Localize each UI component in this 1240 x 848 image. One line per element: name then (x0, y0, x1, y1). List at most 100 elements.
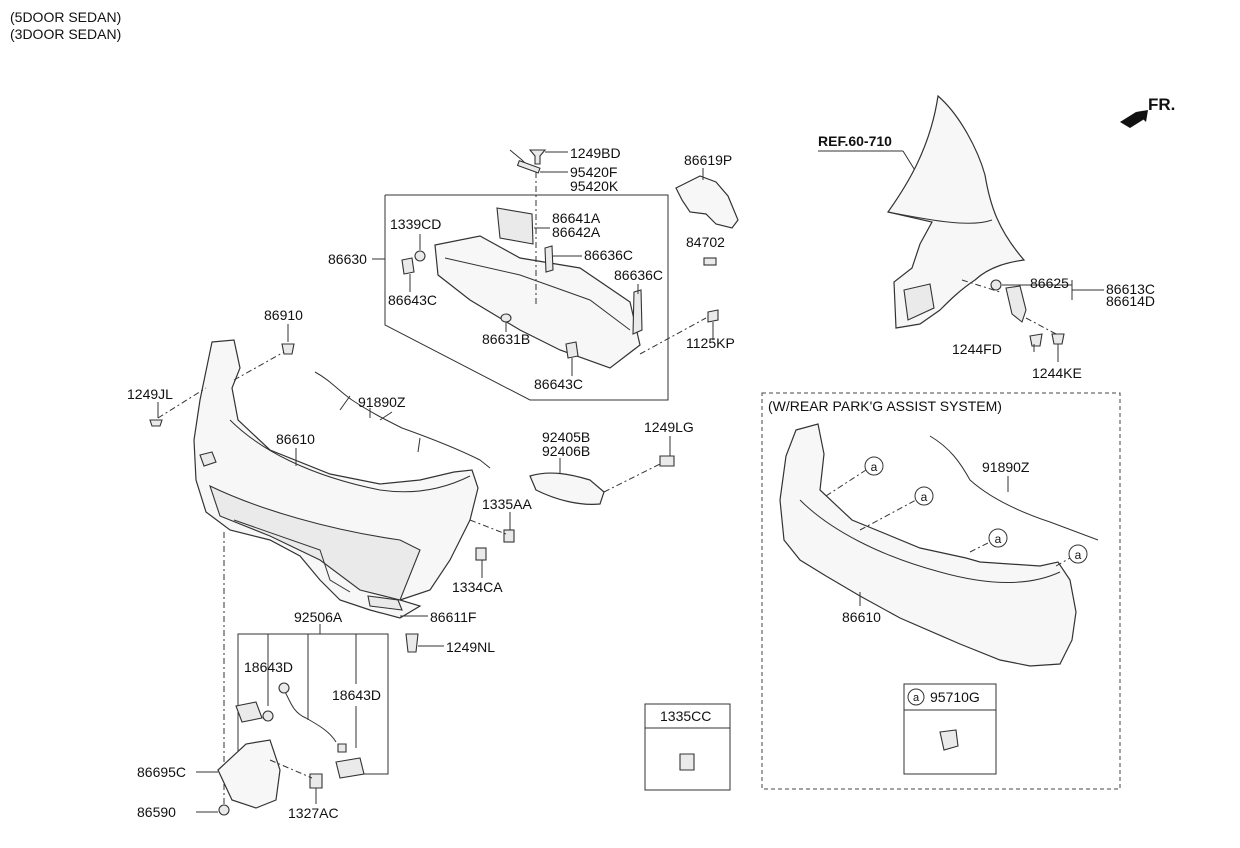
dashline-1335AA (469, 519, 507, 535)
label-86641A: 86641A (552, 210, 601, 226)
label-84702: 84702 (686, 234, 725, 250)
label-1249NL: 1249NL (446, 639, 495, 655)
ref-label: REF.60-710 (818, 133, 892, 149)
reflector-92405B (529, 472, 605, 505)
label-1335AA: 1335AA (482, 496, 532, 512)
label-1327AC: 1327AC (288, 805, 339, 821)
label-86614D: 86614D (1106, 293, 1155, 309)
label-95420K: 95420K (570, 178, 619, 194)
label-91890Z: 91890Z (358, 394, 406, 410)
label-inset-86610: 86610 (842, 609, 881, 625)
screw-1249BD (528, 149, 547, 165)
label-1244FD: 1244FD (952, 341, 1002, 357)
label-1249BD: 1249BD (570, 145, 621, 161)
label-86636C-a: 86636C (584, 247, 633, 263)
clip-18643D-b (337, 743, 347, 753)
quarter-panel (886, 94, 1026, 329)
header-line-2: (3DOOR SEDAN) (10, 26, 121, 42)
label-86643C-b: 86643C (534, 376, 583, 392)
part-box-1335CC (644, 703, 731, 791)
label-1339CD: 1339CD (390, 216, 441, 232)
marker-a-4: a (1068, 544, 1088, 564)
dashline-1327AC (269, 759, 313, 779)
label-inset-91890Z: 91890Z (982, 459, 1030, 475)
quarter-panel-pocket (903, 283, 935, 321)
dashline-1249LG (603, 463, 661, 493)
marker-a-1: a (864, 456, 884, 476)
wire-harness-branches (339, 395, 421, 453)
label-86643C-a: 86643C (388, 292, 437, 308)
label-92405B: 92405B (542, 429, 590, 445)
label-86619P: 86619P (684, 152, 732, 168)
marker-a-2: a (914, 486, 934, 506)
label-18643D-b: 18643D (332, 687, 381, 703)
dashline-marker-a-2 (859, 499, 917, 531)
bracket-plate (496, 207, 534, 245)
label-86642A: 86642A (552, 224, 601, 240)
label-18643D-a: 18643D (244, 659, 293, 675)
label-86631B: 86631B (482, 331, 530, 347)
dashline-1249JL (157, 387, 207, 419)
sensor-95420F (516, 159, 541, 174)
front-direction-arrow-icon (1120, 110, 1148, 128)
marker-a-legend-letter: a (913, 692, 920, 704)
inset-box-park-assist (761, 392, 1121, 790)
stay-86636C-upper (544, 245, 554, 273)
label-1249JL: 1249JL (127, 386, 173, 402)
clip-84702 (703, 257, 717, 266)
sensor-92506A (235, 701, 263, 723)
ref-leader (902, 150, 917, 173)
marker-a-legend: a (907, 688, 925, 706)
label-1249LG: 1249LG (644, 419, 694, 435)
label-86636C-b: 86636C (614, 267, 663, 283)
clip-1335CC (679, 753, 695, 771)
dashline-1125KP (639, 317, 707, 355)
bumper-lower-lip (209, 484, 421, 601)
label-86590: 86590 (137, 804, 176, 820)
label-86695C: 86695C (137, 764, 186, 780)
marker-a-4-letter: a (1075, 548, 1082, 562)
bumper-lower-line (233, 519, 351, 593)
label-86610: 86610 (276, 431, 315, 447)
screw-1244FD (1029, 333, 1043, 347)
screw-1249LG (659, 455, 675, 467)
quarter-panel-edge (887, 211, 993, 224)
dashline-marker-a-3 (969, 541, 991, 553)
label-1125KP: 1125KP (686, 335, 735, 351)
clip-86910 (281, 343, 295, 355)
label-86630: 86630 (328, 251, 367, 267)
dashline-marker-a-4 (1055, 557, 1071, 567)
inset-title: (W/REAR PARK'G ASSIST SYSTEM) (768, 398, 1002, 414)
dashline-86910 (233, 351, 285, 381)
bolt-1125KP (707, 309, 719, 323)
bracket-rib (444, 257, 631, 331)
screw-1244KE (1051, 333, 1065, 345)
nut-1327AC (309, 773, 323, 789)
side-bracket-86619P (675, 175, 739, 229)
grommet-18643D (262, 710, 274, 722)
dashline-1244KE (1025, 317, 1057, 335)
header-line-1: (5DOOR SEDAN) (10, 9, 121, 25)
label-86625: 86625 (1030, 275, 1069, 291)
dashline-86625 (961, 279, 1001, 293)
clip-1335AA (503, 529, 515, 543)
label-1335CC: 1335CC (660, 708, 711, 724)
wire-harness-91890Z (314, 371, 491, 469)
clip-1334CA (475, 547, 487, 561)
marker-a-1-letter: a (871, 460, 878, 474)
label-92406B: 92406B (542, 443, 590, 459)
bracket-86613C (1005, 285, 1027, 323)
marker-a-3-letter: a (995, 532, 1002, 546)
dashline-marker-a-1 (825, 469, 867, 497)
sensor-holder-95710G (939, 729, 959, 751)
label-86611F: 86611F (430, 609, 476, 625)
label-95710G: 95710G (930, 689, 980, 705)
rear-bumper-bracket (434, 235, 641, 369)
bumper-reflector-right (367, 595, 403, 611)
label-92506A: 92506A (294, 609, 343, 625)
bracket-assembly-box (384, 194, 669, 401)
bracket-86695C (217, 739, 281, 809)
connector-assembly-box (237, 633, 389, 775)
inset-bumper-character-line (799, 499, 1061, 583)
